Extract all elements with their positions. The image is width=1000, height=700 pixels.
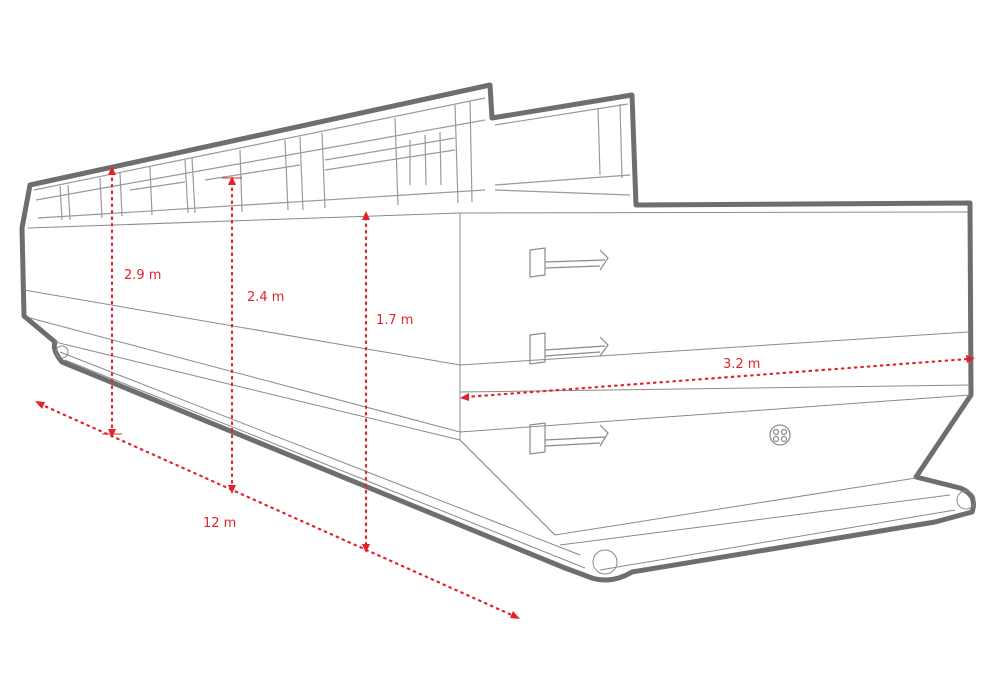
label-2-4m: 2.4 m [247,290,284,305]
lifting-handles [529,247,791,455]
railing [33,97,631,221]
label-2-9m: 2.9 m [124,268,161,283]
label-12m: 12 m [203,516,236,531]
dimension-arrows [35,166,975,619]
barge-outline [19,82,976,583]
dim-line-3-2m [464,357,970,399]
label-3-2m: 3.2 m [723,357,760,372]
label-1-7m: 1.7 m [376,313,413,328]
dim-line-12m [38,402,516,618]
hull-lines [23,211,976,575]
dimension-lines [38,170,970,618]
